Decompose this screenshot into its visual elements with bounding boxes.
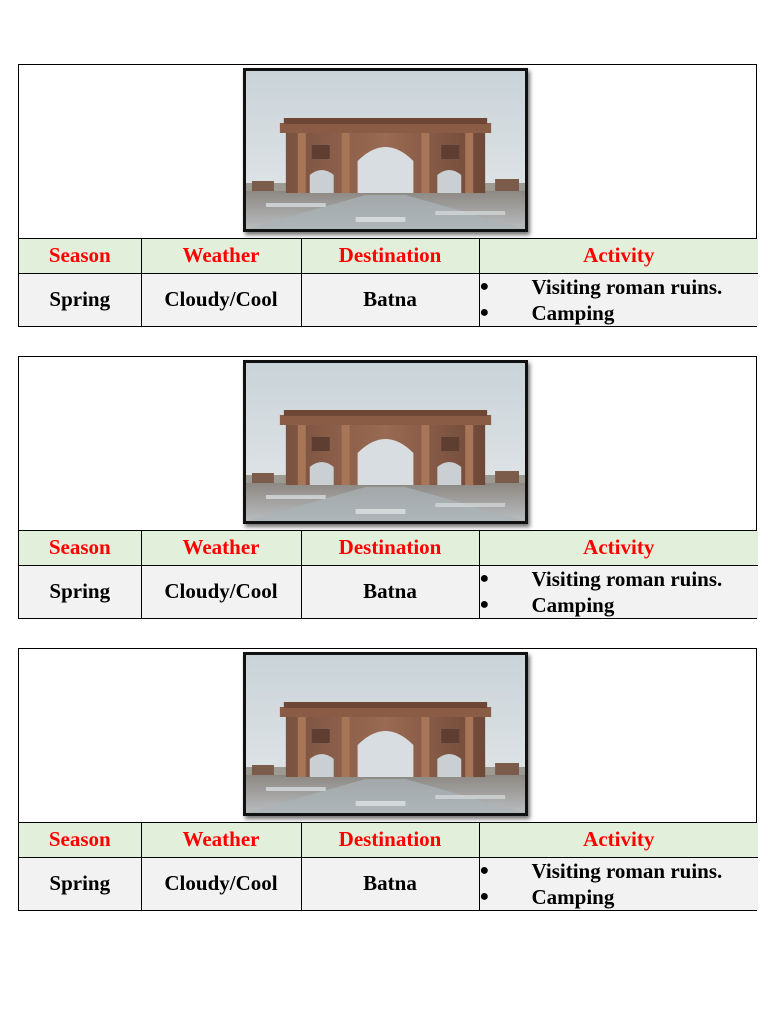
destination-card: Season Weather Destination Activity Spri… — [18, 356, 758, 619]
activity-list: ● Visiting roman ruins. ● Camping — [480, 566, 759, 618]
weather-header: Weather — [140, 823, 301, 858]
destination-cell: Batna — [300, 565, 479, 618]
header-row: Season Weather Destination Activity — [19, 823, 758, 858]
bullet-icon: ● — [479, 569, 490, 587]
roman-arch-photo — [243, 652, 528, 816]
table-row: Spring Cloudy/Cool Batna ● Visiting roman… — [19, 273, 758, 326]
table-row: Spring Cloudy/Cool Batna ● Visiting roman… — [19, 857, 758, 910]
bullet-icon: ● — [479, 303, 490, 321]
header-row: Season Weather Destination Activity — [19, 239, 758, 274]
roman-arch-photo — [243, 360, 528, 524]
activity-text: Visiting roman ruins. — [531, 566, 723, 591]
season-cell: Spring — [49, 287, 111, 311]
season-header: Season — [19, 531, 141, 566]
roman-arch-photo — [243, 68, 528, 232]
activity-item: ● Camping — [480, 592, 759, 618]
photo-row — [19, 649, 756, 823]
header-row: Season Weather Destination Activity — [19, 531, 758, 566]
activity-header: Activity — [478, 823, 758, 858]
roman-arch-image — [246, 71, 525, 229]
activity-cell: ● Visiting roman ruins. ● Camping — [478, 565, 759, 618]
destination-header: Destination — [300, 531, 479, 566]
weather-cell: Cloudy/Cool — [140, 565, 301, 618]
bullet-icon: ● — [479, 595, 490, 613]
activity-item: ● Visiting roman ruins. — [480, 566, 759, 592]
activity-list: ● Visiting roman ruins. ● Camping — [480, 274, 759, 326]
activity-list: ● Visiting roman ruins. ● Camping — [480, 858, 759, 910]
activity-text: Visiting roman ruins. — [531, 858, 723, 883]
season-cell: Spring — [49, 871, 111, 895]
activity-header: Activity — [478, 239, 758, 274]
activity-item: ● Camping — [480, 300, 759, 326]
activity-text: Camping — [531, 300, 615, 325]
activity-header: Activity — [478, 531, 758, 566]
activity-item: ● Camping — [480, 884, 759, 910]
season-cell: Spring — [49, 579, 111, 603]
activity-item: ● Visiting roman ruins. — [480, 274, 759, 300]
destination-header: Destination — [300, 823, 479, 858]
destination-cell: Batna — [300, 273, 479, 326]
bullet-icon: ● — [479, 277, 490, 295]
destination-table: Season Weather Destination Activity Spri… — [19, 239, 758, 326]
photo-row — [19, 65, 756, 239]
photo-row — [19, 357, 756, 531]
bullet-icon: ● — [479, 887, 490, 905]
destination-card: Season Weather Destination Activity Spri… — [18, 648, 758, 911]
activity-item: ● Visiting roman ruins. — [480, 858, 759, 884]
activity-cell: ● Visiting roman ruins. ● Camping — [478, 857, 759, 910]
weather-cell: Cloudy/Cool — [140, 857, 301, 910]
weather-cell: Cloudy/Cool — [140, 273, 301, 326]
table-row: Spring Cloudy/Cool Batna ● Visiting roman… — [19, 565, 758, 618]
roman-arch-image — [246, 655, 525, 813]
roman-arch-image — [246, 363, 525, 521]
weather-header: Weather — [140, 239, 301, 274]
destination-card: Season Weather Destination Activity Spri… — [18, 64, 758, 327]
activity-text: Visiting roman ruins. — [531, 274, 723, 299]
destination-table: Season Weather Destination Activity Spri… — [19, 823, 758, 910]
weather-header: Weather — [140, 531, 301, 566]
destination-cell: Batna — [300, 857, 479, 910]
destination-table: Season Weather Destination Activity Spri… — [19, 531, 758, 618]
bullet-icon: ● — [479, 861, 490, 879]
activity-text: Camping — [531, 884, 615, 909]
season-header: Season — [19, 823, 141, 858]
activity-cell: ● Visiting roman ruins. ● Camping — [478, 273, 759, 326]
activity-text: Camping — [531, 592, 615, 617]
destination-header: Destination — [300, 239, 479, 274]
season-header: Season — [19, 239, 141, 274]
